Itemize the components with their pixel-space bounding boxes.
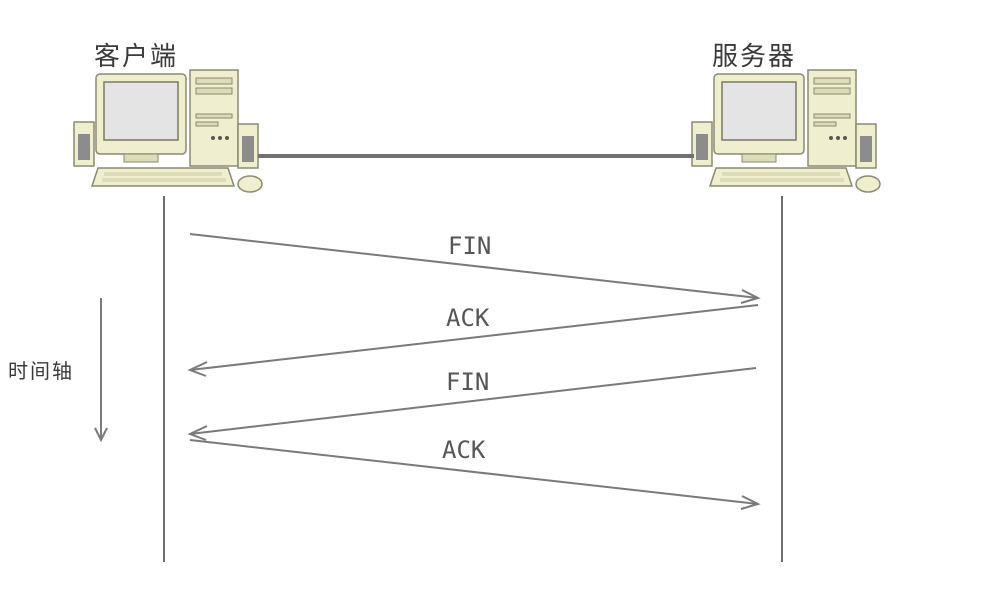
server-computer-icon [691, 69, 881, 193]
client-title: 客户端 [94, 42, 179, 72]
message-label-fin-2: FIN [446, 368, 490, 396]
ack-arrow-1 [187, 304, 759, 377]
time-axis-label: 时间轴 [8, 359, 74, 383]
ack-arrow-2 [189, 439, 761, 510]
fin-arrow-1 [189, 233, 761, 304]
server-title: 服务器 [712, 42, 797, 72]
message-label-fin-1: FIN [448, 232, 492, 260]
message-label-ack-2: ACK [442, 436, 486, 464]
message-label-ack-1: ACK [446, 304, 490, 332]
client-computer-icon [73, 69, 263, 193]
time-axis-arrow [94, 298, 108, 443]
fin-arrow-2 [187, 367, 757, 441]
